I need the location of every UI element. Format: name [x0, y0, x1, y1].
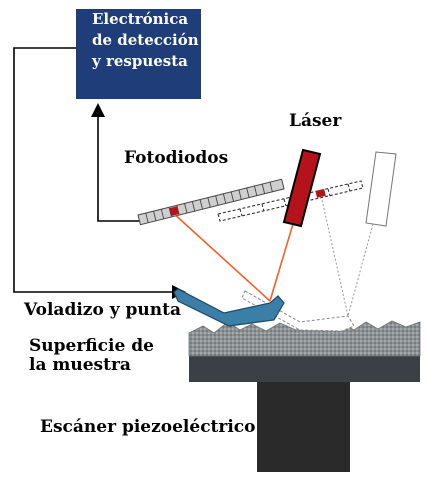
electronics-line-1: Electrónica	[92, 10, 189, 28]
ghost-laser-outline	[365, 151, 397, 227]
sample-base-layer	[189, 356, 420, 382]
photodiode-signal-wire	[97, 116, 140, 222]
laser-reflected-beam	[171, 211, 271, 302]
beam-spot	[169, 206, 179, 216]
ghost-beam-path	[321, 199, 374, 317]
laser-body	[282, 148, 322, 228]
surface-label-line1: Superficie de	[29, 336, 154, 356]
piezo-scanner-block	[257, 378, 350, 472]
electronics-line-3: y respuesta	[92, 52, 188, 70]
scanner-label: Escáner piezoeléctrico	[40, 417, 256, 437]
electronics-line-2: de detección	[92, 31, 199, 49]
cantilever-label: Voladizo y punta	[24, 300, 181, 320]
electronics-box: Electrónica de detección y respuesta	[76, 9, 201, 99]
feedback-wire-to-cantilever	[13, 47, 172, 293]
photodiode-array	[137, 178, 285, 226]
ghost-cantilever	[241, 290, 355, 332]
surface-label-line2: la muestra	[29, 355, 131, 375]
signal-arrowhead-up	[91, 103, 105, 117]
laser-label: Láser	[289, 111, 342, 131]
laser-incident-beam	[269, 223, 294, 302]
photodiodes-label: Fotodiodos	[124, 148, 229, 168]
cantilever	[173, 288, 285, 327]
ghost-beam-spot	[315, 188, 326, 198]
